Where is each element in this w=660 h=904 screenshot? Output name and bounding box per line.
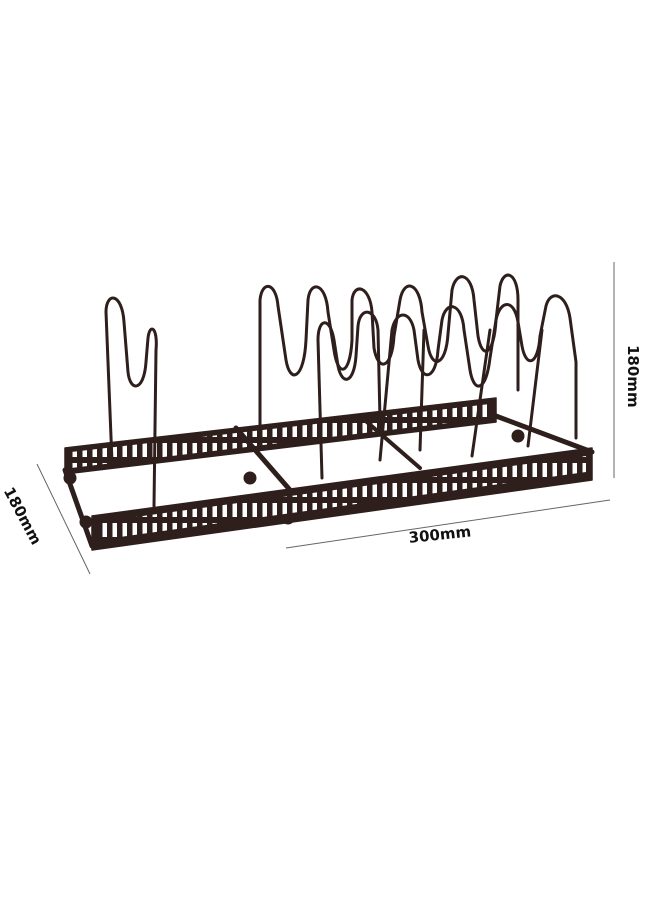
- depth-dimension-line: [36, 463, 91, 575]
- wire-dividers: [104, 273, 578, 508]
- height-dimension-label: 180mm: [624, 345, 642, 408]
- rack-frame: [62, 273, 595, 551]
- width-dimension-line: [285, 499, 611, 549]
- dimension-lines: [36, 262, 615, 575]
